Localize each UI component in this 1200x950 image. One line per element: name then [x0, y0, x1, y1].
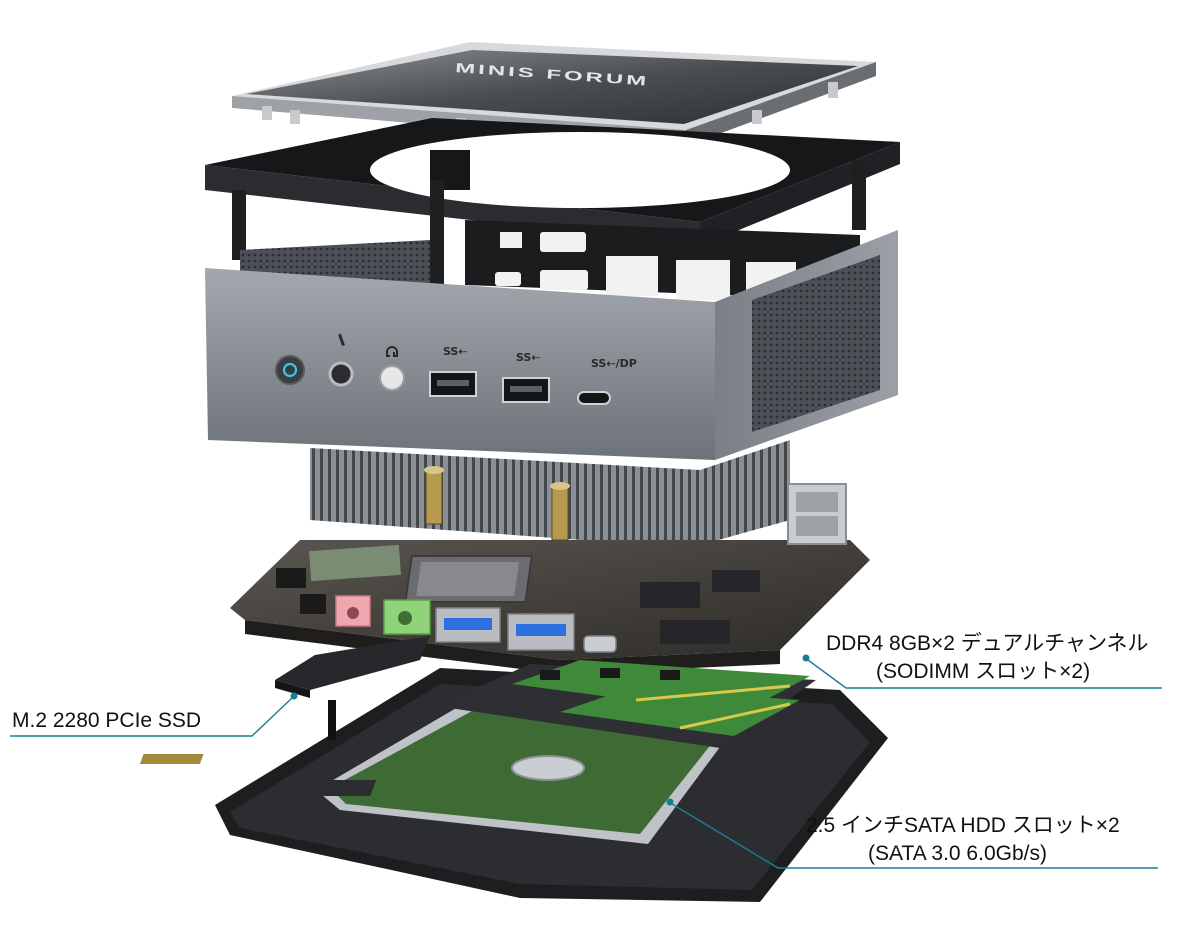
callout-ddr4-ram: DDR4 8GB×2 デュアルチャンネル (SODIMM スロット×2)	[826, 630, 1149, 687]
usb-c-port	[577, 391, 611, 405]
standoff-screw-right	[551, 483, 569, 541]
mic-jack	[328, 361, 354, 387]
wifi-card	[309, 544, 401, 582]
standoff-screw-left	[425, 467, 443, 525]
port-label-usb-1: SS⇠	[443, 345, 468, 358]
leader-dot-ssd	[290, 692, 298, 700]
callout-m2-ssd: M.2 2280 PCIe SSD	[12, 707, 201, 735]
m2-ssd	[275, 636, 430, 698]
mic-icon	[338, 333, 345, 346]
leader-line-ram	[807, 659, 1162, 689]
usb-c-board	[583, 635, 617, 653]
leader-dot-hdd	[666, 798, 674, 806]
callout-sata-hdd-line2: (SATA 3.0 6.0Gb/s)	[868, 842, 1047, 866]
callout-sata-hdd: 2.5 インチSATA HDD スロット×2 (SATA 3.0 6.0Gb/s…	[806, 812, 1120, 869]
callout-m2-ssd-text: M.2 2280 PCIe SSD	[12, 709, 202, 732]
leader-line-ssd	[10, 697, 293, 737]
headphone-jack	[379, 365, 405, 391]
callout-ddr4-ram-line1: DDR4 8GB×2 デュアルチャンネル	[826, 632, 1149, 655]
sata-hdd	[139, 700, 740, 844]
leader-dot-ram	[802, 654, 810, 662]
fan-bracket	[205, 118, 900, 300]
chassis-shell: SS⇠ SS⇠ SS⇠/DP	[205, 220, 898, 460]
callout-leader-lines	[10, 654, 1162, 869]
top-lid: MINIS FORUM	[232, 42, 876, 150]
motherboard	[230, 483, 870, 674]
callout-sata-hdd-line1: 2.5 インチSATA HDD スロット×2	[806, 814, 1120, 837]
port-label-usb-c-dp: SS⇠/DP	[591, 357, 637, 370]
ddr4-sodimm-modules	[436, 660, 816, 748]
power-led-icon	[282, 362, 298, 378]
leader-line-hdd	[671, 803, 1158, 869]
headphone-icon	[386, 346, 398, 357]
port-label-usb-2: SS⇠	[516, 351, 541, 364]
callout-ddr4-ram-line2: (SODIMM スロット×2)	[876, 660, 1091, 684]
power-button	[275, 355, 305, 385]
heatsink	[310, 440, 790, 548]
